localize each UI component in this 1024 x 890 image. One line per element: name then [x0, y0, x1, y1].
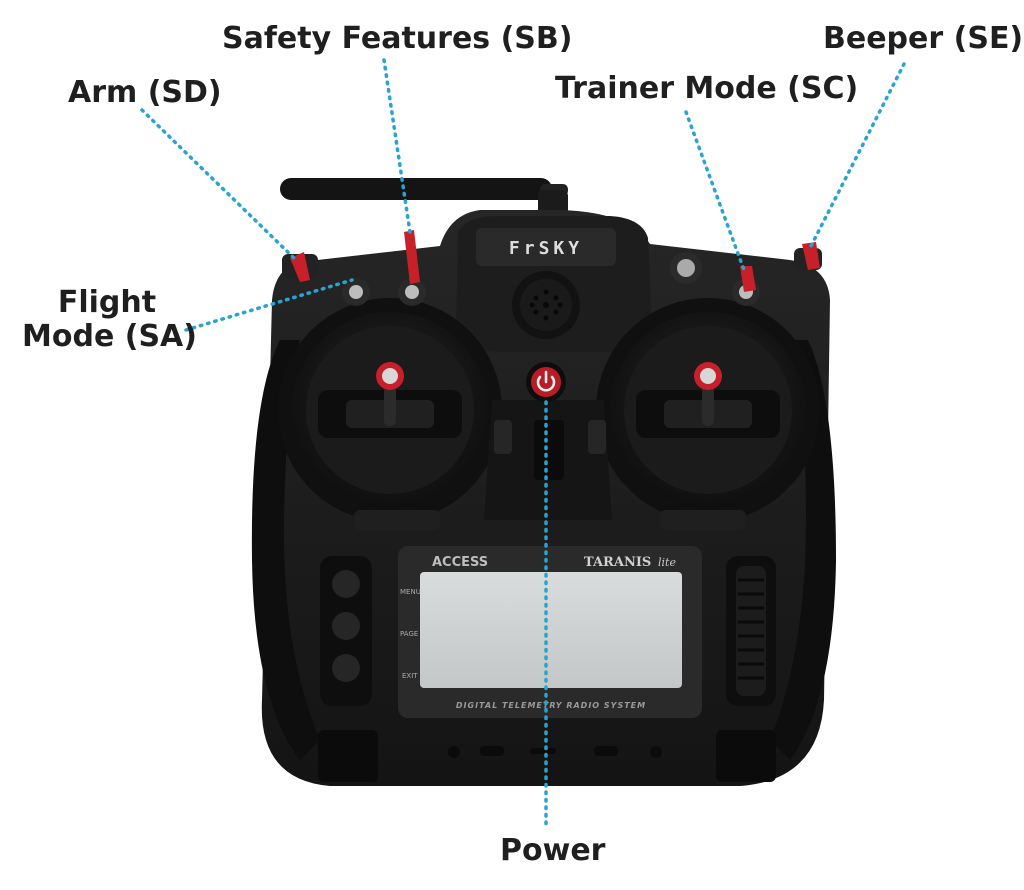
- menu-label: MENU: [400, 588, 421, 596]
- exit-label: EXIT: [402, 672, 418, 680]
- leader-lines: [140, 58, 906, 828]
- leader-flight: [184, 278, 354, 332]
- lcd-panel: ACCESS TARANIS lite MENU PAGE EXIT DIGIT…: [398, 546, 702, 718]
- access-logo: ACCESS: [432, 555, 488, 570]
- leader-safety: [382, 58, 412, 234]
- label-arm: Arm (SD): [68, 75, 222, 110]
- side-buttons[interactable]: [320, 556, 372, 706]
- label-flight-line1: Flight: [57, 285, 157, 320]
- switch-sa[interactable]: [342, 278, 370, 306]
- switch-sc[interactable]: [732, 266, 760, 306]
- switch-se[interactable]: [794, 242, 822, 270]
- leader-trainer: [684, 110, 746, 272]
- switch-sb[interactable]: [398, 230, 426, 306]
- label-trainer-mode: Trainer Mode (SC): [555, 71, 859, 106]
- label-power: Power: [500, 833, 606, 868]
- power-button[interactable]: [526, 362, 566, 402]
- knob[interactable]: [670, 252, 702, 284]
- switch-sd[interactable]: [282, 252, 318, 282]
- page-label: PAGE: [400, 630, 418, 638]
- label-flight-line2: Mode (SA): [22, 319, 197, 354]
- trims: [354, 510, 746, 530]
- left-gimbal[interactable]: [278, 298, 502, 522]
- label-flight-mode: Flight Mode (SA): [22, 285, 197, 354]
- bottom-ports: [448, 746, 662, 758]
- lcd-footer: DIGITAL TELEMETRY RADIO SYSTEM: [456, 701, 646, 710]
- scroll-wheel[interactable]: [726, 556, 776, 706]
- label-beeper: Beeper (SE): [823, 21, 1024, 56]
- label-safety-features: Safety Features (SB): [222, 21, 573, 56]
- right-gimbal[interactable]: [596, 298, 820, 522]
- model-name: TARANIS: [584, 555, 651, 570]
- model-suffix: lite: [658, 556, 676, 569]
- brand-logo: FrSKY: [509, 238, 583, 259]
- speaker-grille: [529, 289, 563, 321]
- leader-beeper: [808, 62, 906, 250]
- leader-arm: [140, 108, 298, 262]
- center-column: [484, 400, 612, 520]
